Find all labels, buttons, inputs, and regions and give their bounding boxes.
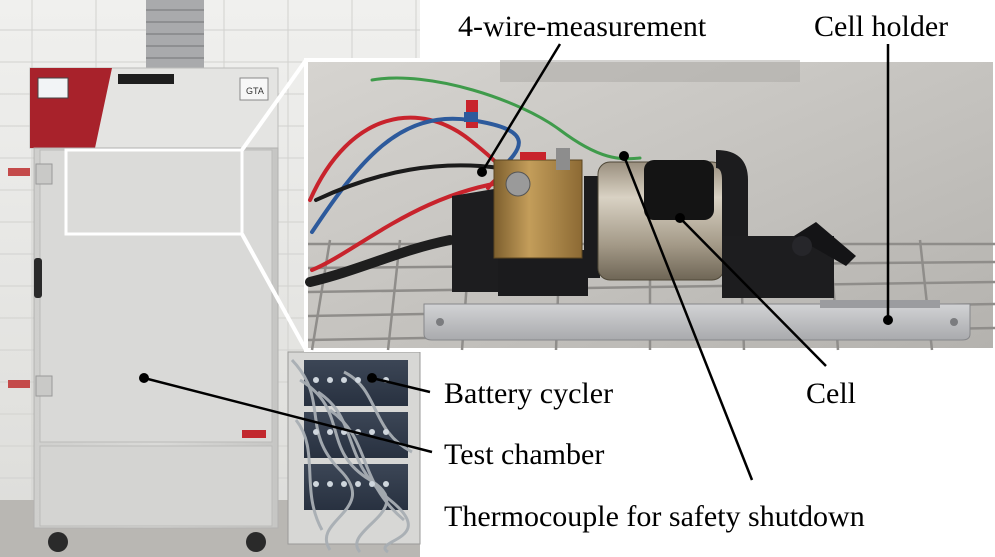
- callout-line-4wire: [480, 43, 562, 173]
- battery-cycler-rack: [287, 351, 421, 554]
- callout-line-cell: [679, 217, 827, 367]
- chamber-base-panel: [39, 445, 273, 527]
- label-battery-cycler: Battery cycler: [444, 377, 614, 410]
- dot-test-chamber: [139, 373, 149, 383]
- dot-thermocouple: [619, 151, 629, 161]
- wall-bracket-red-2: [8, 380, 30, 388]
- chamber-back-panel-shadow: [500, 60, 800, 82]
- red-crimp: [520, 152, 546, 160]
- wall-bracket-red-1: [8, 168, 30, 176]
- cell-black-sleeve: [644, 160, 714, 220]
- red-warning-tag: [242, 430, 266, 438]
- label-cell-holder: Cell holder: [814, 10, 949, 43]
- label-cell: Cell: [806, 377, 856, 410]
- caster-left: [48, 532, 68, 552]
- black-wire: [314, 163, 502, 202]
- duct-ribs: [146, 9, 204, 59]
- test-chamber: GTA: [8, 67, 279, 552]
- holder-base-plate: [423, 303, 971, 341]
- chamber-display: [37, 77, 69, 99]
- hinge-top: [35, 163, 53, 185]
- callout-dots: [139, 151, 893, 383]
- brass-contact-block: [493, 159, 583, 259]
- callout-line-test-chamber: [143, 376, 433, 454]
- chamber-sticker: [239, 77, 269, 101]
- callout-line-battery-cycler: [371, 376, 431, 394]
- black-spacer: [584, 176, 600, 278]
- cable-bundle-left: [305, 235, 455, 287]
- clamp-lever: [794, 222, 856, 266]
- clamp-knob: [792, 236, 812, 256]
- blue-wire: [310, 116, 521, 234]
- brass-pin-1: [556, 148, 570, 170]
- plate-screw-right: [950, 318, 958, 326]
- zoom-wedge: [240, 58, 308, 351]
- cell-holder-inset: [304, 58, 995, 352]
- brass-screw: [505, 171, 531, 197]
- blue-probe-sleeve: [464, 112, 478, 122]
- label-thermocouple-for-safety-shutdown: Thermocouple for safety shutdown: [444, 500, 865, 533]
- callout-line-thermocouple: [622, 155, 754, 481]
- chamber-zoom-window: [64, 148, 244, 236]
- plate-slot: [820, 300, 940, 308]
- callouts: [143, 43, 890, 481]
- dot-cell-holder: [883, 315, 893, 325]
- dot-battery-cycler: [367, 373, 377, 383]
- green-wire: [370, 76, 642, 161]
- dot-4wire: [477, 167, 487, 177]
- plate-screw-left: [436, 318, 444, 326]
- caster-right: [246, 532, 266, 552]
- label-4-wire-measurement: 4-wire-measurement: [458, 10, 707, 43]
- dot-cell: [675, 213, 685, 223]
- chamber-label-plate: [118, 74, 174, 84]
- hinge-bottom: [35, 375, 53, 397]
- label-test-chamber: Test chamber: [444, 438, 605, 471]
- door-handle: [34, 258, 42, 298]
- cycler-cable-bundle: [290, 358, 413, 554]
- chamber-sticker-text: GTA: [246, 86, 264, 96]
